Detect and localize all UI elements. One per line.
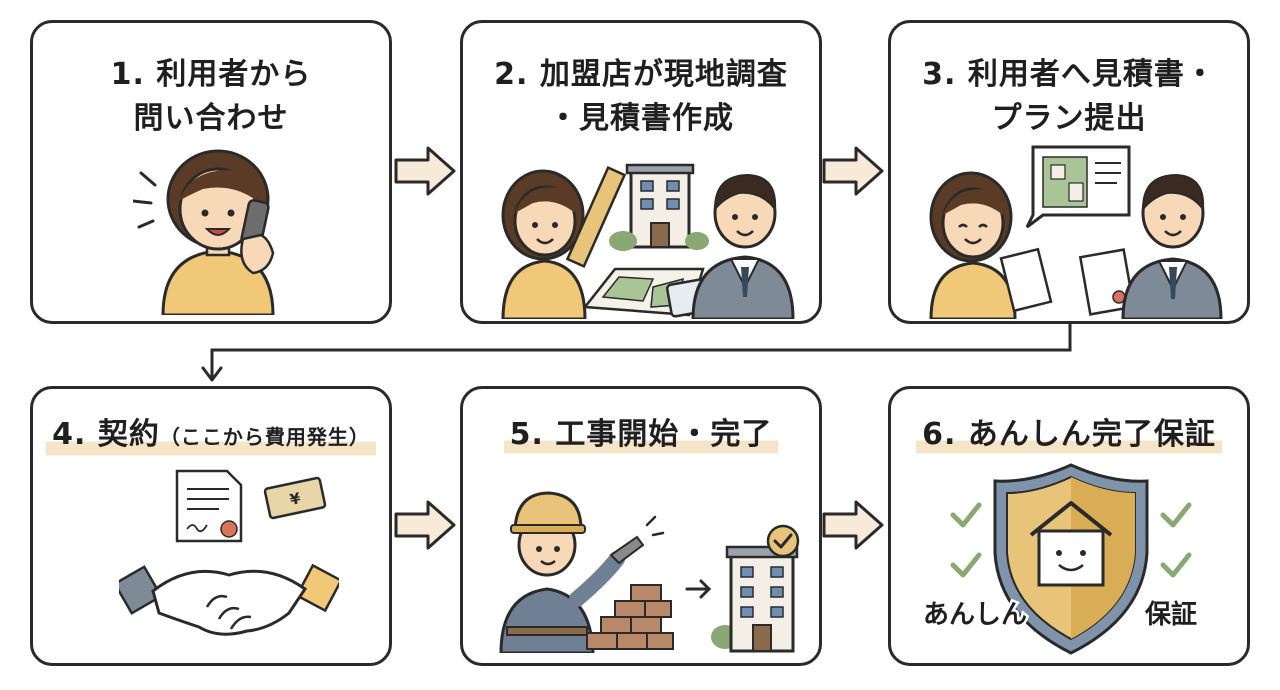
step-2-title: 2. 加盟店が現地調査 ・見積書作成 bbox=[463, 53, 819, 141]
step-2-title-line2: ・見積書作成 bbox=[548, 101, 734, 136]
check-icon bbox=[1160, 552, 1192, 578]
step-5-title: 5. 工事開始・完了 bbox=[463, 413, 819, 457]
step-2-title-line1: 2. 加盟店が現地調査 bbox=[494, 57, 788, 92]
step-1-title-line2: 問い合わせ bbox=[133, 101, 289, 136]
building-icon bbox=[609, 163, 709, 251]
step-1-card: 1. 利用者から 問い合わせ bbox=[30, 20, 392, 324]
estimate-document-icon bbox=[1078, 248, 1136, 316]
phone-call-illustration bbox=[133, 149, 275, 315]
handshake-icon bbox=[119, 563, 339, 636]
check-icon bbox=[950, 502, 982, 528]
step-3-title: 3. 利用者へ見積書・ プラン提出 bbox=[891, 53, 1247, 141]
construction-illustration bbox=[499, 491, 800, 653]
businessman-figure bbox=[1121, 173, 1223, 319]
step-6-card: 6. あんしん完了保証 あんし bbox=[888, 386, 1250, 666]
step-5-card: 5. 工事開始・完了 bbox=[460, 386, 822, 666]
yen-symbol: ¥ bbox=[288, 489, 303, 509]
check-icon bbox=[950, 552, 982, 578]
businessman-figure bbox=[691, 173, 795, 319]
floor-plan-bubble-icon bbox=[1025, 145, 1131, 229]
woman-figure bbox=[929, 171, 1017, 319]
brick-wall-icon bbox=[586, 584, 674, 650]
step-1-title: 1. 利用者から 問い合わせ bbox=[33, 53, 389, 141]
step-6-title-text: 6. あんしん完了保証 bbox=[916, 413, 1222, 457]
flow-arrow-5-to-6 bbox=[822, 500, 884, 550]
flow-connector-3-to-4 bbox=[201, 324, 1072, 382]
site-survey-illustration bbox=[501, 163, 795, 319]
woman-figure bbox=[501, 169, 587, 319]
money-bill-icon: ¥ bbox=[263, 476, 327, 520]
hard-hat-icon bbox=[513, 491, 583, 531]
flow-arrow-1-to-2 bbox=[394, 146, 456, 196]
contract-handshake-illustration: ¥ bbox=[119, 469, 339, 636]
ruler-icon bbox=[565, 166, 627, 268]
shield-label-left: あんしん bbox=[923, 600, 1027, 630]
step-3-card: 3. 利用者へ見積書・ プラン提出 bbox=[888, 20, 1250, 324]
guarantee-illustration: あんしん 保証 bbox=[921, 463, 1200, 655]
step-3-title-line1: 3. 利用者へ見積書・ bbox=[922, 57, 1216, 92]
step-4-title-main: 4. 契約 bbox=[52, 417, 160, 452]
shield-label-right: 保証 bbox=[1144, 599, 1197, 630]
flow-arrow-2-to-3 bbox=[822, 146, 884, 196]
completed-building-icon bbox=[711, 545, 799, 653]
smiling-house-icon bbox=[1029, 501, 1113, 587]
ring-lines-icon bbox=[133, 171, 157, 229]
step-4-title: 4. 契約（ここから費用発生） bbox=[33, 413, 389, 459]
construction-worker-figure bbox=[499, 491, 665, 653]
step-2-card: 2. 加盟店が現地調査 ・見積書作成 bbox=[460, 20, 822, 324]
check-badge-icon bbox=[766, 524, 800, 558]
step-6-title: 6. あんしん完了保証 bbox=[891, 413, 1247, 457]
step-4-title-sub: （ここから費用発生） bbox=[159, 425, 370, 449]
step-4-card: 4. 契約（ここから費用発生） ¥ bbox=[30, 386, 392, 666]
proposal-illustration bbox=[929, 145, 1223, 319]
step-1-title-line1: 1. 利用者から bbox=[110, 57, 312, 92]
step-3-title-line2: プラン提出 bbox=[991, 101, 1147, 136]
trowel-icon bbox=[609, 535, 645, 565]
contract-document-icon bbox=[175, 469, 243, 543]
check-icon bbox=[1160, 502, 1192, 528]
progress-arrow-icon bbox=[685, 579, 712, 599]
flow-arrow-4-to-5 bbox=[394, 500, 456, 550]
document-icon bbox=[999, 247, 1053, 313]
step-5-title-text: 5. 工事開始・完了 bbox=[503, 413, 779, 457]
